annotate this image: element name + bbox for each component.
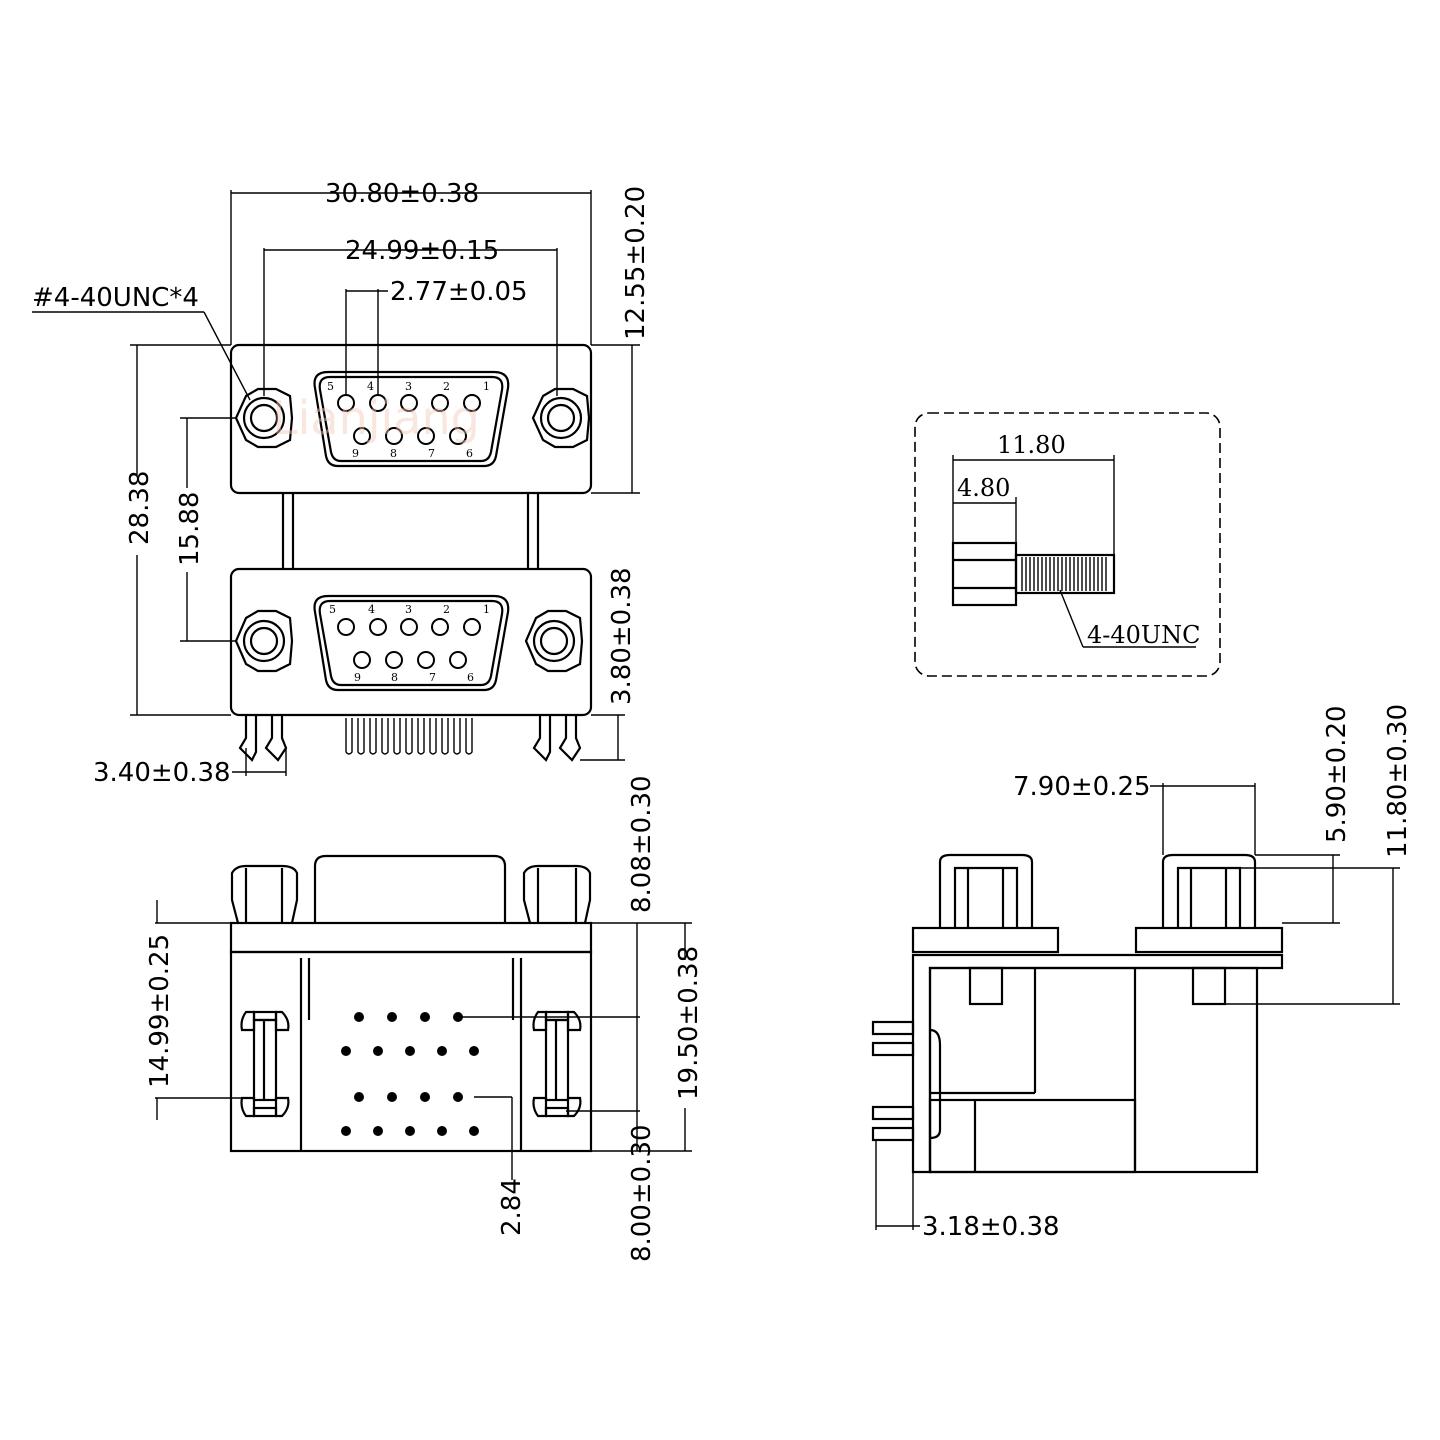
pcb-pin bbox=[341, 1046, 351, 1056]
dim-board-lock-length: 3.80±0.38 bbox=[607, 567, 637, 705]
lower-d-shell bbox=[313, 594, 510, 692]
dim-side-pin-offset: 3.18±0.38 bbox=[922, 1212, 1060, 1242]
pin-label-7: 7 bbox=[429, 671, 436, 684]
pcb-pin bbox=[469, 1046, 479, 1056]
lower-shell bbox=[229, 567, 593, 717]
screw-detail-frame bbox=[914, 412, 1221, 677]
board-lock-top-right bbox=[532, 1010, 582, 1118]
pin-hole bbox=[337, 618, 355, 636]
pin-hole bbox=[431, 618, 449, 636]
dim-screw-thread-callout: #4-40UNC*4 bbox=[32, 283, 199, 313]
pcb-pin bbox=[453, 1092, 463, 1102]
pin-label-1: 1 bbox=[483, 603, 490, 616]
pcb-pin bbox=[354, 1092, 364, 1102]
pin-label-4: 4 bbox=[368, 603, 375, 616]
pin-hole bbox=[417, 427, 435, 445]
dim-port-spacing: 15.88 bbox=[175, 492, 205, 566]
pin-label-7: 7 bbox=[428, 447, 435, 460]
pin-hole bbox=[463, 394, 481, 412]
hex-nut-bottom-left bbox=[234, 609, 294, 673]
pin-label-9: 9 bbox=[354, 671, 361, 684]
lower-pin-array bbox=[337, 618, 481, 669]
pcb-pin bbox=[420, 1012, 430, 1022]
pcb-pin bbox=[437, 1046, 447, 1056]
pin-label-5: 5 bbox=[329, 603, 336, 616]
pcb-pin bbox=[437, 1126, 447, 1136]
dim-pin-pitch: 2.77±0.05 bbox=[390, 277, 528, 307]
dim-front-row-spacing: 14.99±0.25 bbox=[145, 934, 175, 1088]
pcb-pin bbox=[354, 1012, 364, 1022]
screw-detail: 11.80 4.80 4-40UNC bbox=[914, 412, 1221, 677]
pcb-pin bbox=[387, 1092, 397, 1102]
watermark: Lianjiang bbox=[272, 391, 480, 445]
pin-hole bbox=[353, 427, 371, 445]
dim-overall-width: 30.80±0.38 bbox=[325, 179, 479, 209]
side-view: 7.90±0.25 5.90±0.20 11.80±0.30 3.18±0.38 bbox=[871, 704, 1413, 1242]
dim-side-hex-height: 5.90±0.20 bbox=[1322, 705, 1352, 843]
pin-hole bbox=[463, 618, 481, 636]
hex-nut-top-right bbox=[531, 387, 591, 449]
hex-nut-top-left bbox=[234, 387, 294, 449]
board-lock-right bbox=[532, 715, 582, 762]
board-lock-left bbox=[238, 715, 288, 762]
front-view: 5 4 3 2 1 9 8 7 6 5 4 3 2 1 9 8 7 6 bbox=[32, 179, 651, 788]
pcb-pin bbox=[341, 1126, 351, 1136]
pin-label-3: 3 bbox=[405, 380, 412, 393]
pin-hole bbox=[385, 427, 403, 445]
pin-label-9: 9 bbox=[352, 447, 359, 460]
dim-front-body-height: 19.50±0.38 bbox=[674, 946, 704, 1100]
dim-front-top-height: 8.08±0.30 bbox=[627, 775, 657, 913]
upper-d-shell bbox=[313, 370, 510, 468]
pin-label-6: 6 bbox=[467, 671, 474, 684]
screw-hex-length: 4.80 bbox=[957, 474, 1010, 502]
pcb-pin-row bbox=[345, 718, 473, 755]
dim-board-lock-offset: 3.40±0.38 bbox=[93, 758, 231, 788]
board-lock-top-left bbox=[240, 1010, 290, 1118]
pin-label-5: 5 bbox=[327, 380, 334, 393]
pcb-pin bbox=[405, 1046, 415, 1056]
screw-thread-label: 4-40UNC bbox=[1087, 621, 1201, 649]
pin-hole bbox=[353, 651, 371, 669]
pin-hole bbox=[369, 618, 387, 636]
pin-hole bbox=[400, 618, 418, 636]
dim-flange-hole-spacing: 24.99±0.15 bbox=[345, 236, 499, 266]
dim-pcb-pitch: 2.84 bbox=[497, 1178, 527, 1236]
top-view: 14.99±0.25 19.50±0.38 8.08±0.30 8.00±0.3… bbox=[145, 775, 704, 1262]
dim-side-total-height: 11.80±0.30 bbox=[1383, 704, 1413, 858]
pcb-pin bbox=[469, 1126, 479, 1136]
pin-label-8: 8 bbox=[390, 447, 397, 460]
pcb-pin bbox=[405, 1126, 415, 1136]
pcb-pin-pattern bbox=[341, 1012, 479, 1136]
dim-top-shell-height: 12.55±0.20 bbox=[621, 186, 651, 340]
pin-label-3: 3 bbox=[405, 603, 412, 616]
dim-overall-height: 28.38 bbox=[125, 471, 155, 545]
pin-hole bbox=[385, 651, 403, 669]
dim-side-hex-spacing: 7.90±0.25 bbox=[1013, 772, 1151, 802]
pin-label-8: 8 bbox=[391, 671, 398, 684]
pin-label-1: 1 bbox=[483, 380, 490, 393]
pin-hole bbox=[449, 651, 467, 669]
screw-total-length: 11.80 bbox=[997, 431, 1066, 459]
pin-label-6: 6 bbox=[466, 447, 473, 460]
pin-hole bbox=[431, 394, 449, 412]
pcb-pin bbox=[373, 1046, 383, 1056]
pin-label-2: 2 bbox=[443, 380, 450, 393]
pin-hole bbox=[400, 394, 418, 412]
pin-label-4: 4 bbox=[367, 380, 374, 393]
pin-label-2: 2 bbox=[443, 603, 450, 616]
hex-nut-bottom-right bbox=[524, 609, 584, 673]
pcb-pin bbox=[387, 1012, 397, 1022]
pcb-pin bbox=[373, 1126, 383, 1136]
thread-lines bbox=[1021, 557, 1107, 591]
pcb-pin bbox=[420, 1092, 430, 1102]
upper-shell bbox=[229, 343, 593, 495]
pin-hole bbox=[417, 651, 435, 669]
pin-hole bbox=[449, 427, 467, 445]
dim-front-bottom-height: 8.00±0.30 bbox=[627, 1124, 657, 1262]
